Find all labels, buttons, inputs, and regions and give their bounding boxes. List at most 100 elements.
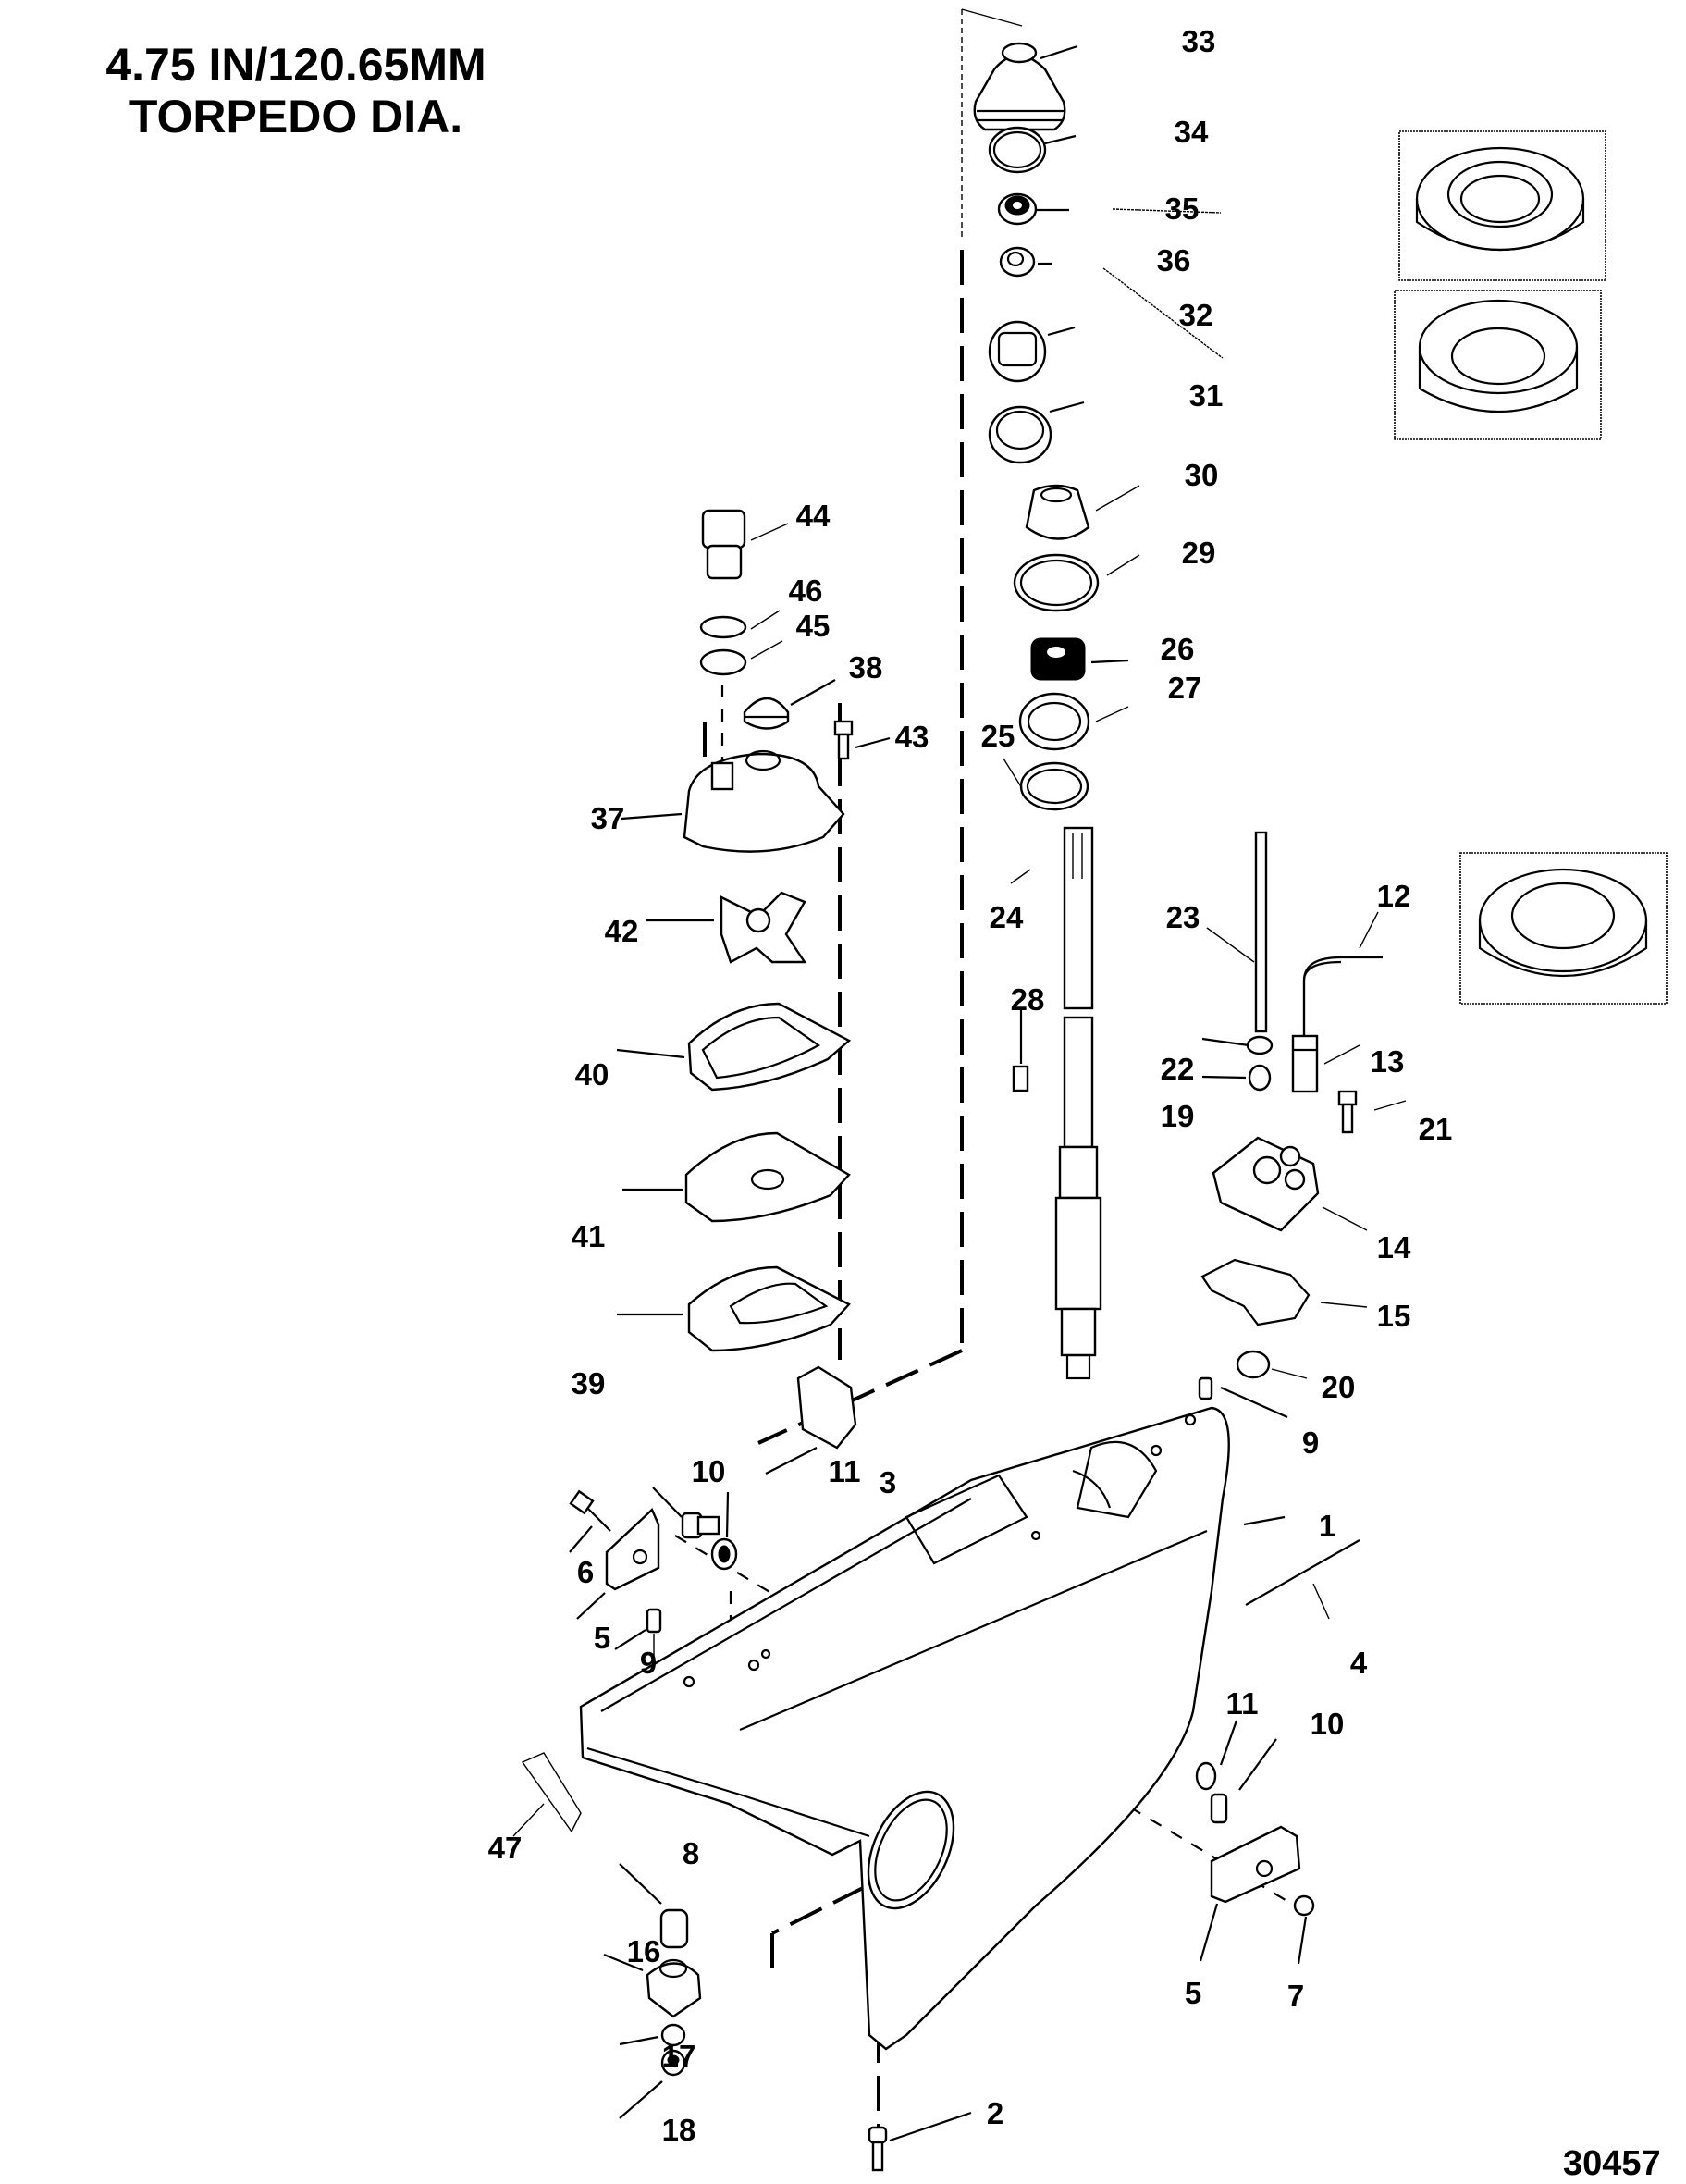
part-33-cap (973, 42, 1078, 131)
callout-9-left[interactable]: 9 (639, 1646, 658, 1680)
part-12-tube (1302, 911, 1383, 1036)
part-24-drive-shaft (1010, 826, 1102, 1380)
part-21-screw (1337, 1090, 1407, 1134)
part-37-water-pump-body (621, 749, 845, 853)
callout-9-right[interactable]: 9 (1301, 1425, 1320, 1460)
callout-46[interactable]: 46 (788, 574, 823, 608)
callout-27[interactable]: 27 (1167, 671, 1202, 705)
part-11-washer-right (1195, 1720, 1238, 1791)
part-17-washer (619, 2023, 686, 2047)
part-5-anode-left (576, 1507, 660, 1620)
part-3-trim-tab-block (765, 1365, 857, 1475)
callout-33[interactable]: 33 (1181, 24, 1216, 58)
callout-2[interactable]: 2 (986, 2096, 1004, 2130)
part-38-grommet (743, 679, 836, 730)
callout-14[interactable]: 14 (1376, 1230, 1411, 1265)
callout-12[interactable]: 12 (1376, 879, 1411, 913)
part-13-fitting (1291, 1034, 1360, 1093)
part-47-decal (512, 1752, 582, 1837)
part-31-bearing-cup (988, 401, 1085, 464)
part-10-plug-left (652, 1487, 720, 1539)
part-30-tapered-bearing (1025, 484, 1140, 540)
callout-20[interactable]: 20 (1321, 1370, 1356, 1404)
inset-35-box (1398, 130, 1606, 281)
callout-42[interactable]: 42 (604, 914, 639, 948)
part-32-retainer (988, 320, 1076, 383)
part-27-bearing-cup (1018, 692, 1129, 751)
part-14-shift-bushing-assembly (1212, 1136, 1368, 1232)
callout-18[interactable]: 18 (661, 2113, 696, 2147)
part-43-screw (833, 720, 891, 760)
callout-45[interactable]: 45 (795, 609, 831, 643)
callout-19[interactable]: 19 (1160, 1099, 1195, 1133)
part-35-oil-seal (997, 192, 1222, 226)
inset-12-box (1459, 852, 1668, 1005)
callout-7[interactable]: 7 (1286, 1979, 1305, 2013)
callout-15[interactable]: 15 (1376, 1299, 1411, 1333)
inset-36-box (1394, 290, 1602, 440)
part-25-shim (1003, 758, 1089, 811)
part-26-tapered-bearing (1030, 637, 1129, 681)
callout-3[interactable]: 3 (879, 1465, 897, 1499)
callout-8[interactable]: 8 (682, 1836, 700, 1870)
part-39-gasket (617, 1265, 851, 1352)
part-6-bolt (569, 1489, 611, 1553)
callout-36[interactable]: 36 (1156, 243, 1191, 278)
part-40-gasket (616, 1002, 852, 1092)
callout-37[interactable]: 37 (590, 801, 625, 835)
callout-47[interactable]: 47 (487, 1831, 523, 1865)
callout-26[interactable]: 26 (1160, 632, 1195, 666)
callout-40[interactable]: 40 (574, 1057, 609, 1092)
callout-10-left[interactable]: 10 (691, 1454, 726, 1488)
part-4-rod (1245, 1539, 1360, 1620)
part-15-gasket (1200, 1258, 1368, 1326)
callout-38[interactable]: 38 (848, 650, 883, 685)
callout-10-right[interactable]: 10 (1310, 1707, 1345, 1741)
callout-11-left[interactable]: 11 (828, 1454, 861, 1488)
part-28-key (1012, 1008, 1029, 1092)
callout-24[interactable]: 24 (989, 900, 1024, 934)
title-line-2: TORPEDO DIA. (129, 91, 463, 142)
callout-22[interactable]: 22 (1160, 1052, 1195, 1086)
callout-5-left[interactable]: 5 (593, 1621, 611, 1655)
part-45-o-ring (699, 640, 783, 768)
part-46-o-ring (699, 610, 781, 639)
callout-6[interactable]: 6 (576, 1555, 595, 1589)
callout-43[interactable]: 43 (894, 720, 929, 754)
figure-number: 30457 (1563, 2144, 1661, 2183)
callout-30[interactable]: 30 (1184, 458, 1219, 492)
part-10-plug-right (1210, 1738, 1277, 1824)
callout-21[interactable]: 21 (1418, 1112, 1453, 1146)
callout-25[interactable]: 25 (980, 719, 1015, 753)
callout-5-right[interactable]: 5 (1184, 1976, 1202, 2010)
callout-39[interactable]: 39 (571, 1366, 606, 1400)
part-8-bearing-sleeve (619, 1863, 689, 1949)
part-9-dowel-pin-right (1198, 1376, 1288, 1419)
part-23-shift-shaft (1206, 831, 1268, 1033)
part-29-shim (1013, 553, 1140, 612)
part-20-o-ring (1236, 1350, 1308, 1379)
part-18-nut (619, 2049, 686, 2119)
torpedo-diameter-title: 4.75 IN/120.65MM TORPEDO DIA. (37, 39, 555, 142)
part-22-washer (1201, 1035, 1274, 1055)
callout-41[interactable]: 41 (571, 1219, 606, 1253)
callout-44[interactable]: 44 (795, 499, 831, 533)
callout-32[interactable]: 32 (1178, 298, 1213, 332)
part-34-o-ring (988, 126, 1077, 174)
callout-16[interactable]: 16 (626, 1934, 661, 1968)
callout-34[interactable]: 34 (1174, 115, 1209, 149)
callout-11-right[interactable]: 11 (1225, 1686, 1259, 1721)
part-36-oil-seal (999, 246, 1224, 359)
callout-13[interactable]: 13 (1370, 1044, 1405, 1079)
callout-17[interactable]: 17 (661, 2039, 696, 2073)
callout-31[interactable]: 31 (1188, 378, 1224, 413)
callout-1[interactable]: 1 (1318, 1509, 1336, 1543)
callout-4[interactable]: 4 (1349, 1646, 1368, 1680)
part-19-seal (1201, 1064, 1272, 1092)
callout-29[interactable]: 29 (1181, 536, 1216, 570)
callout-28[interactable]: 28 (1010, 982, 1045, 1017)
callout-35[interactable]: 35 (1164, 191, 1200, 226)
callout-23[interactable]: 23 (1165, 900, 1200, 934)
